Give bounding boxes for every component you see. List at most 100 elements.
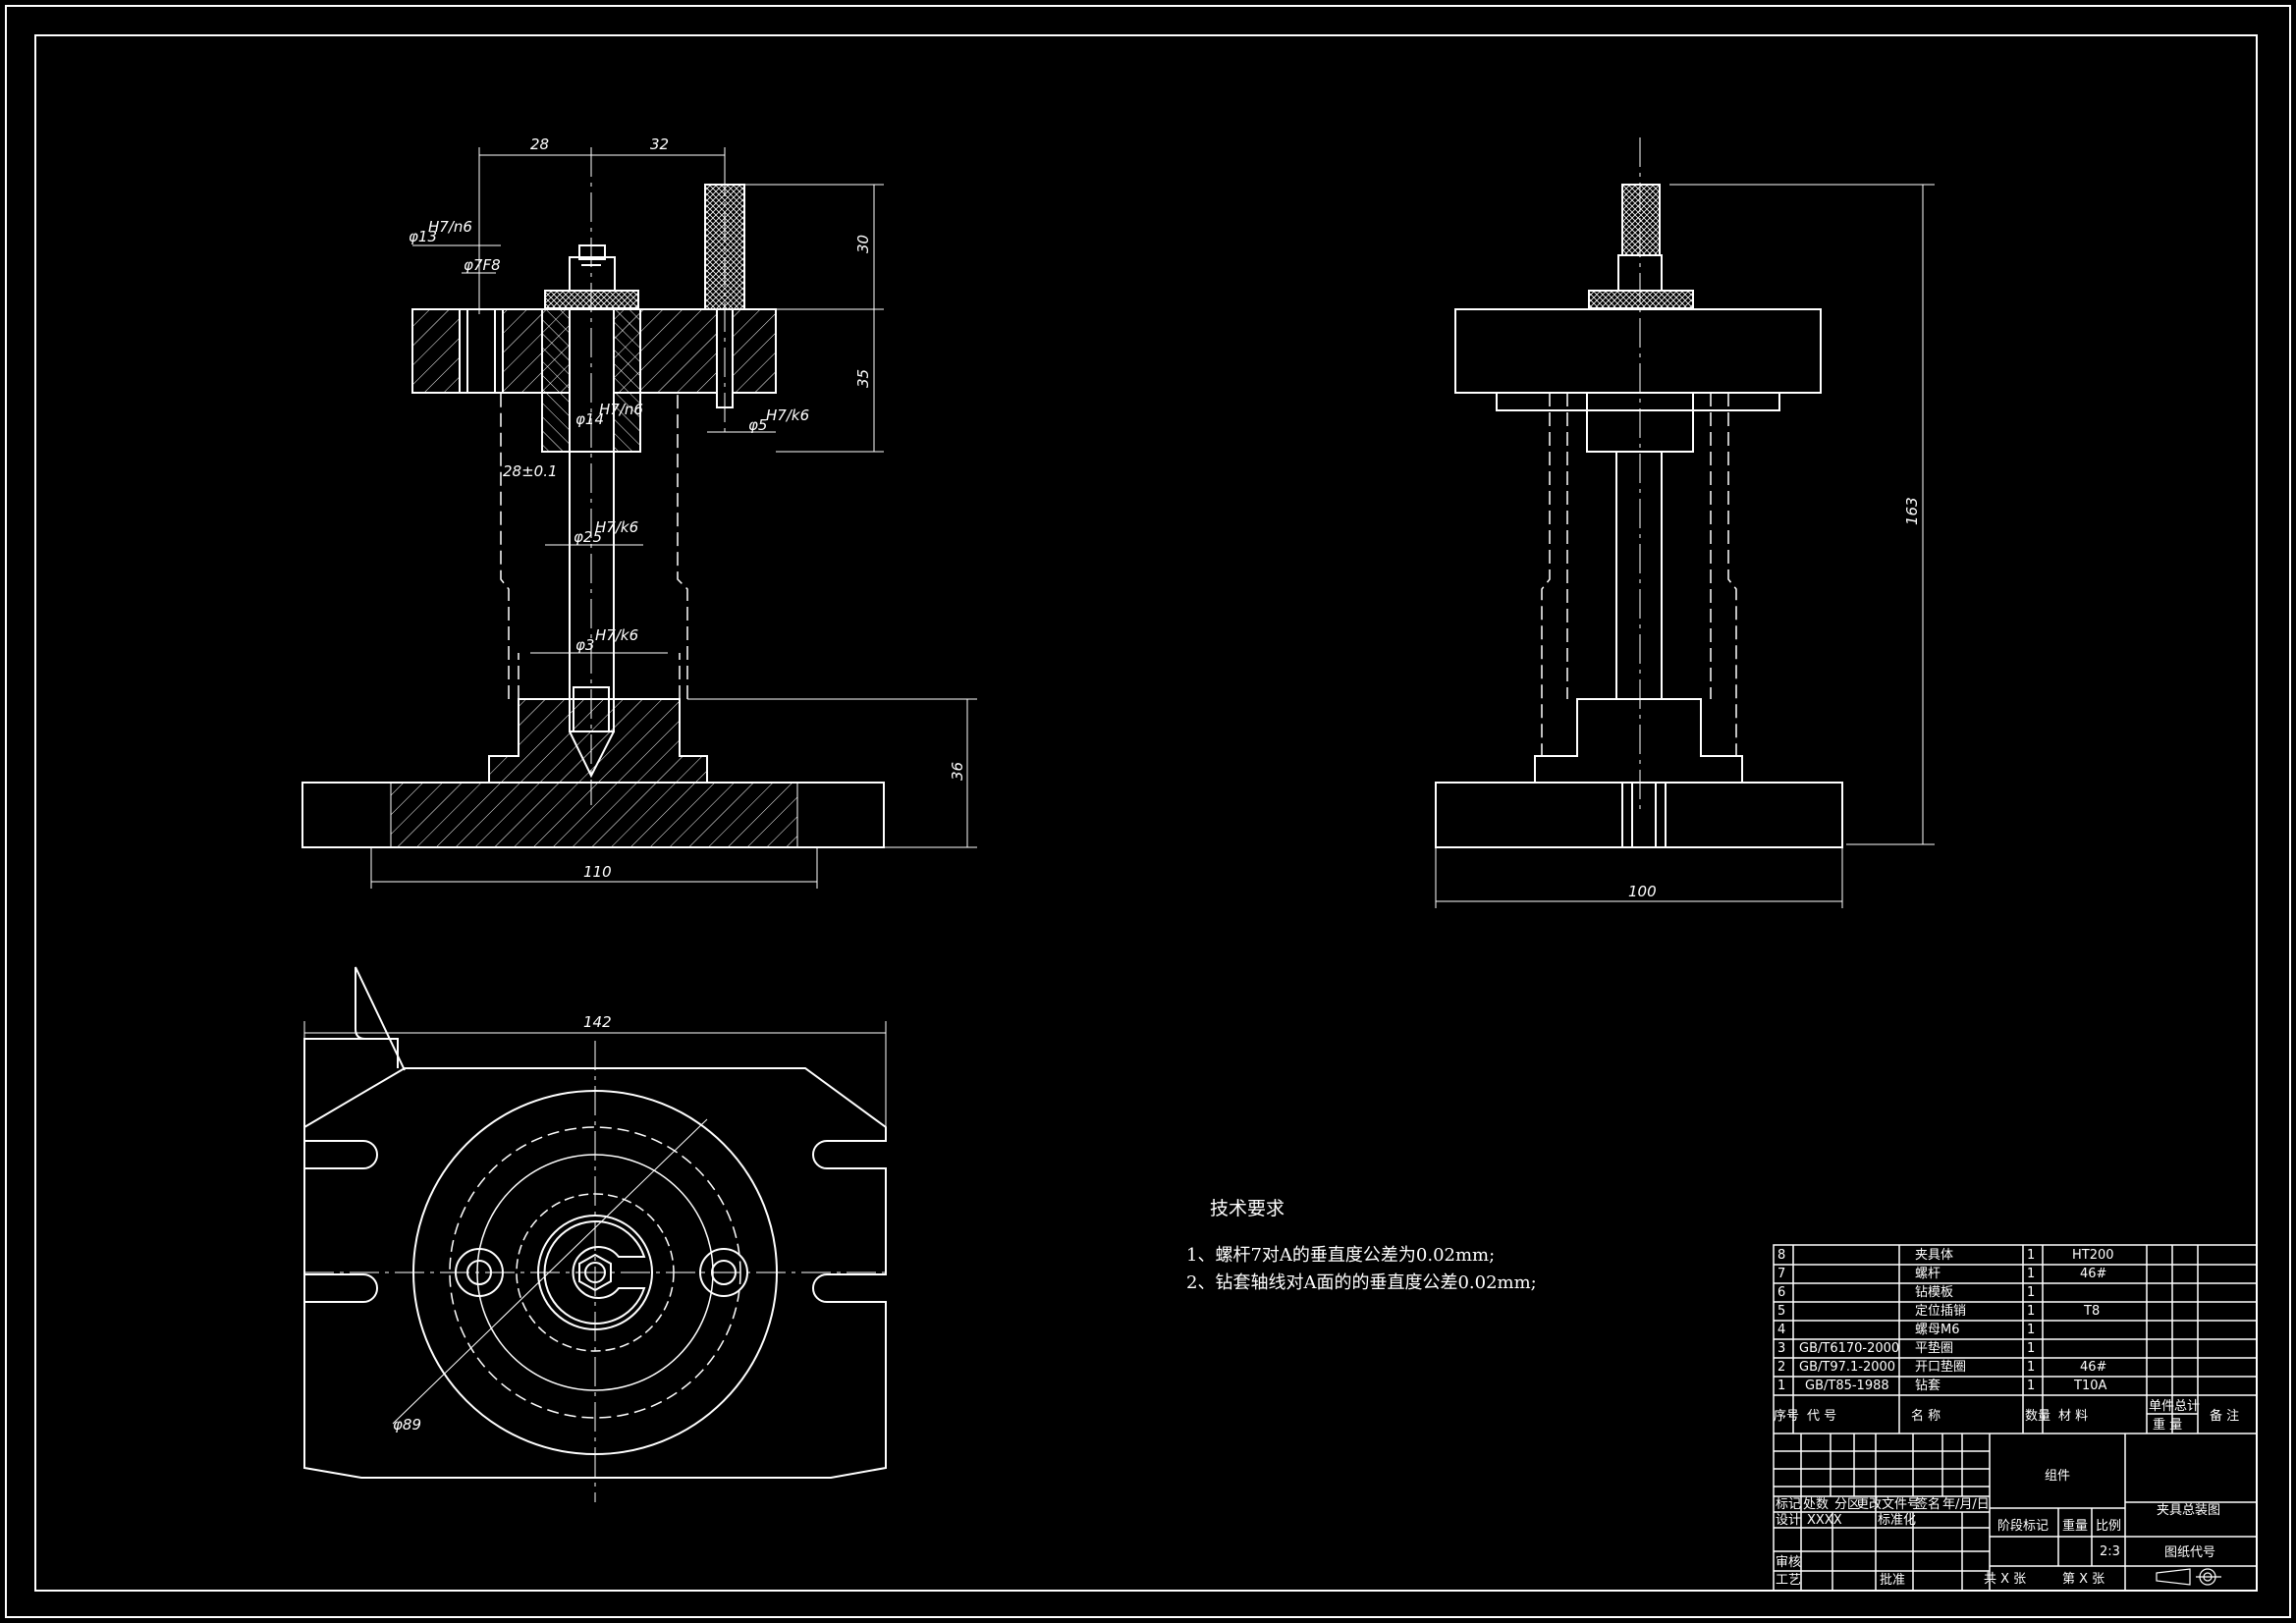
hdr-total: 总计 (2174, 1399, 2200, 1414)
bom-qty-2: 1 (2027, 1360, 2035, 1375)
bom-grid (1773, 1244, 2258, 1592)
bom-qty-7: 1 (2027, 1267, 2035, 1281)
tb-approve: 批准 (1880, 1573, 1905, 1588)
tb-total: 共 X 张 (1984, 1572, 2026, 1587)
bom-no-6: 6 (1777, 1285, 1785, 1300)
front-dim-text: 28 32 30 35 36 110 φ13 H7/n6 φ7F8 φ14 H7… (409, 135, 966, 881)
notes-title: 技术要求 (1210, 1198, 1285, 1219)
title-block: 标记 处数 分区 更改文件号 签名 年/月/日 设计 XXXX 标准化 审核 工… (1776, 1469, 2220, 1588)
bom-name-1: 钻套 (1915, 1378, 1941, 1393)
nut (569, 256, 616, 292)
bom-name-6: 钻模板 (1915, 1285, 1953, 1300)
bom-no-1: 1 (1777, 1379, 1785, 1393)
hdr-name: 名 称 (1911, 1408, 1941, 1424)
open-washer (543, 1220, 646, 1325)
dim-d89: φ89 (393, 1416, 421, 1434)
bom-mat-8: HT200 (2072, 1248, 2114, 1263)
bom-mat-7: 46# (2080, 1267, 2106, 1281)
dim-30: 30 (854, 235, 872, 253)
tb-weight: 重量 (2062, 1518, 2088, 1534)
dim-d5: φ5 (748, 416, 767, 434)
dim-110: 110 (583, 863, 612, 881)
dim-d5-tol: H7/k6 (766, 406, 809, 424)
bom-no-7: 7 (1777, 1267, 1785, 1281)
bom-header: 序号 代 号 名 称 数量 材 料 单件 总计 重 量 备 注 (1774, 1399, 2239, 1433)
tb-process: 工艺 (1776, 1573, 1801, 1588)
bom-name-3: 平垫圈 (1915, 1340, 1953, 1356)
hdr-material: 材 料 (2058, 1409, 2088, 1424)
hdr-code: 代 号 (1807, 1409, 1836, 1424)
tb-mark: 标记 (1776, 1497, 1801, 1512)
bom-rows: 8 夹具体 1 HT200 7 螺杆 1 46# 6 钻模板 1 5 定位插销 … (1777, 1248, 2114, 1393)
dim-d28: 28±0.1 (503, 462, 558, 480)
front-section-view (301, 147, 885, 848)
bom-mat-5: T8 (2083, 1304, 2100, 1319)
dim-35: 35 (854, 369, 872, 388)
dim-d3: φ3 (575, 636, 594, 654)
dim-d25: φ25 (574, 528, 602, 546)
bom-qty-1: 1 (2027, 1379, 2035, 1393)
inner-border (34, 34, 2258, 1592)
dim-d13: φ13 (409, 228, 437, 245)
tb-group: 组件 (2045, 1469, 2070, 1484)
dim-d14: φ14 (575, 410, 604, 428)
top-outline (355, 966, 406, 1071)
tb-sign: 签名 (1915, 1496, 1941, 1512)
dim-d13-tol: H7/n6 (428, 218, 472, 236)
bom-mat-2: 46# (2080, 1360, 2106, 1375)
dim-d3-tol: H7/k6 (595, 626, 638, 644)
bom-no-4: 4 (1777, 1323, 1785, 1337)
tb-check: 审核 (1776, 1555, 1801, 1570)
dim-163: 163 (1903, 497, 1921, 525)
bom-qty-5: 1 (2027, 1304, 2035, 1319)
bom-name-4: 螺母M6 (1915, 1323, 1960, 1337)
dim-28: 28 (530, 135, 549, 153)
bom-name-5: 定位插销 (1915, 1304, 1966, 1319)
outer-border (5, 5, 2291, 1618)
bom-qty-3: 1 (2027, 1341, 2035, 1356)
tb-stage: 阶段标记 (1997, 1519, 2049, 1534)
dim-d25-tol: H7/k6 (595, 518, 638, 536)
notes-line-2: 2、钻套轴线对A面的的垂直度公差0.02mm; (1186, 1272, 1537, 1293)
dim-142: 142 (583, 1013, 612, 1031)
bom-qty-4: 1 (2027, 1323, 2035, 1337)
tb-std: 标准化 (1878, 1513, 1916, 1528)
tb-sheet: 第 X 张 (2062, 1572, 2105, 1587)
bom-name-8: 夹具体 (1915, 1248, 1953, 1263)
tb-scale: 比例 (2096, 1519, 2121, 1534)
tb-scale-value: 2:3 (2100, 1544, 2120, 1559)
bom-code-2: GB/T97.1-2000 (1799, 1360, 1895, 1375)
bom-mat-1: T10A (2073, 1379, 2106, 1393)
hdr-qty: 数量 (2025, 1409, 2050, 1424)
hdr-unit: 单件 (2149, 1399, 2174, 1414)
hdr-no: 序号 (1774, 1409, 1799, 1424)
bom-qty-6: 1 (2027, 1285, 2035, 1300)
tb-count: 处数 (1803, 1497, 1829, 1512)
dim-32: 32 (650, 135, 669, 153)
dim-100: 100 (1628, 883, 1657, 900)
projection-symbol-icon (2156, 1568, 2221, 1586)
bom-no-3: 3 (1777, 1341, 1785, 1356)
top-view (303, 966, 887, 1502)
dim-d7: φ7F8 (464, 256, 501, 274)
side-body (1534, 698, 1743, 783)
tb-date: 年/月/日 (1942, 1497, 1990, 1512)
hdr-weight: 重 量 (2153, 1417, 2182, 1433)
side-view (1435, 137, 1843, 848)
bom-no-5: 5 (1777, 1304, 1785, 1319)
bom-name-7: 螺杆 (1915, 1267, 1941, 1281)
bom-no-8: 8 (1777, 1248, 1785, 1263)
tb-zone: 分区 (1834, 1497, 1860, 1512)
tb-designer: XXXX (1807, 1513, 1842, 1528)
tb-drawing-code: 图纸代号 (2164, 1545, 2215, 1560)
side-dimensions (1435, 184, 1935, 908)
tb-docno: 更改文件号 (1856, 1497, 1920, 1512)
side-base (1435, 782, 1843, 848)
bom-name-2: 开口垫圈 (1915, 1359, 1966, 1375)
tb-design: 设计 (1776, 1513, 1801, 1528)
top-dimensions (303, 1021, 887, 1127)
bom-code-3: GB/T6170-2000 (1799, 1341, 1899, 1356)
bom-no-2: 2 (1777, 1360, 1785, 1375)
dim-d14-tol: H7/n6 (599, 401, 643, 418)
